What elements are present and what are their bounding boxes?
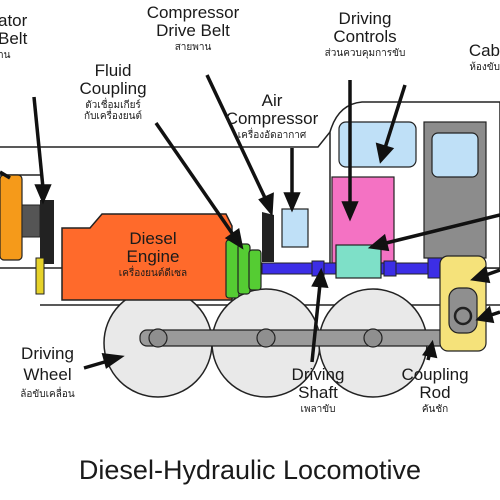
rod-pin-3 — [363, 328, 383, 348]
air-compressor-line1: Air — [261, 91, 283, 110]
label-driving-controls: Driving Controls ส่วนควบคุมการขับ — [303, 10, 427, 59]
compressor-drive-belt-line1: Compressor — [146, 3, 240, 22]
diagram-title: Diesel-Hydraulic Locomotive — [78, 455, 422, 485]
rod-pin-2 — [256, 328, 276, 348]
compressor-drive-belt-thai: สายพาน — [174, 41, 212, 53]
label-air-compressor: Air Compressor เครื่องอัดอากาศ — [222, 92, 322, 141]
leader-lines — [0, 74, 500, 370]
diesel-engine — [61, 213, 233, 301]
fluid-coupling-thai-1: ตัวเชื่อมเกียร์ — [85, 99, 141, 111]
fluid-coupling-line1: Fluid — [94, 61, 132, 80]
alternator-belt-line1: ator — [0, 11, 28, 30]
fluid-coupling-line2: Coupling — [79, 78, 147, 98]
driving-wheel-thai: ล้อขับเคลื่อน — [20, 388, 75, 400]
engine-pulley — [35, 257, 45, 295]
driving-shaft-line2: Shaft — [298, 382, 338, 402]
coupling-rod-line2: Rod — [419, 382, 451, 402]
label-cab: Cab ห้องขับ — [446, 42, 500, 73]
cab-thai: ห้องขับ — [469, 61, 500, 73]
air-compressor-thai: เครื่องอัดอากาศ — [237, 129, 307, 141]
alternator-shape — [0, 174, 23, 261]
driving-controls-line2: Controls — [333, 26, 397, 46]
diesel-engine-thai: เครื่องยนต์ดีเซล — [118, 267, 188, 279]
wheel-set — [103, 288, 474, 398]
label-alternator-belt: ator Belt าน — [0, 12, 27, 61]
air-compressor-line2: Compressor — [225, 108, 319, 128]
final-drive-box — [439, 255, 487, 352]
driving-shaft-thai: เพลาขับ — [300, 403, 336, 415]
driving-controls-line1: Driving — [338, 9, 392, 28]
compressor-drive-belt-line2: Drive Belt — [156, 20, 230, 40]
compressor-drive-belt-shape — [262, 212, 274, 262]
diesel-engine-line2: Engine — [126, 246, 180, 266]
rod-pin-1 — [148, 328, 168, 348]
fluid-coupling-thai-2: กับเครื่องยนต์ — [84, 111, 142, 123]
alternator-belt-thai: าน — [0, 49, 11, 61]
alternator-belt-shape — [40, 200, 54, 264]
air-compressor-box — [281, 208, 309, 248]
label-compressor-drive-belt: Compressor Drive Belt สายพาน — [128, 4, 258, 53]
coupling-rod-front — [139, 329, 471, 347]
label-driving-wheel: Driving Wheel ล้อขับเคลื่อน — [0, 345, 95, 400]
driving-wheel-line2: Wheel — [23, 364, 72, 384]
label-diesel-engine: Diesel Engine เครื่องยนต์ดีเซล — [98, 230, 208, 279]
alternator-pulley — [21, 204, 41, 238]
label-coupling-rod: Coupling Rod คันชัก — [385, 366, 485, 415]
driving-controls-thai: ส่วนควบคุมการขับ — [324, 47, 406, 59]
driving-wheel-line1: Driving — [21, 344, 74, 363]
coupling-rod-line1: Coupling — [401, 365, 469, 384]
coupling-rod-thai: คันชัก — [421, 403, 449, 415]
driving-shaft-line1: Driving — [291, 365, 345, 384]
diesel-engine-line1: Diesel — [129, 229, 177, 248]
label-driving-shaft: Driving Shaft เพลาขับ — [268, 366, 368, 415]
cab-structure — [329, 101, 500, 269]
fluid-coupling-shape — [225, 239, 262, 299]
alternator-belt-line2: Belt — [0, 28, 28, 48]
shaft-joint-2 — [383, 260, 397, 277]
cab-window-door — [431, 132, 479, 178]
cab-en: Cab — [468, 41, 500, 60]
hydraulic-transmission — [335, 244, 382, 279]
label-fluid-coupling: Fluid Coupling ตัวเชื่อมเกียร์ กับเครื่อ… — [58, 62, 168, 123]
